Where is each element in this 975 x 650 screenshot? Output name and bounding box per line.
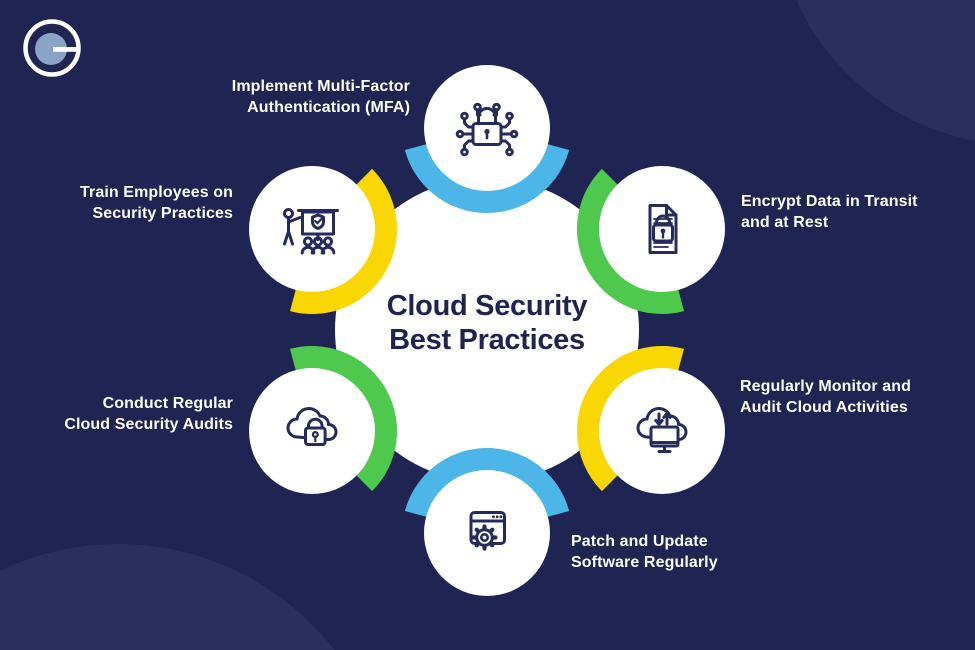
software-update-icon (469, 511, 506, 551)
center-circle (335, 178, 639, 482)
node-label-audit: Conduct Regular Cloud Security Audits (64, 395, 233, 433)
node-label-mfa: Implement Multi-Factor Authentication (M… (231, 78, 410, 116)
node-label-encrypt: Encrypt Data in Transit and at Rest (741, 193, 918, 231)
circuit-lock-icon (455, 102, 519, 157)
node-label-monitor: Regularly Monitor and Audit Cloud Activi… (740, 378, 911, 416)
main-title-line1: Cloud Security (386, 290, 588, 322)
arc-mfa (402, 43, 572, 213)
encrypted-document-icon (648, 204, 678, 254)
arc-train (227, 144, 397, 314)
node-label-patch: Patch and Update Software Regularly (571, 533, 718, 571)
cloud-lock-icon (286, 407, 338, 446)
arc-patch (402, 448, 572, 618)
security-training-icon (283, 208, 339, 255)
main-title: Cloud Security Best Practices (327, 290, 647, 357)
logo-dot (35, 33, 67, 65)
brand-logo (23, 19, 81, 77)
cloud-monitor-icon (636, 407, 688, 453)
main-title-line2: Best Practices (389, 323, 585, 356)
node-label-train: Train Employees on Security Practices (80, 184, 233, 222)
arc-audit (227, 346, 397, 516)
logo-bar (53, 47, 80, 52)
